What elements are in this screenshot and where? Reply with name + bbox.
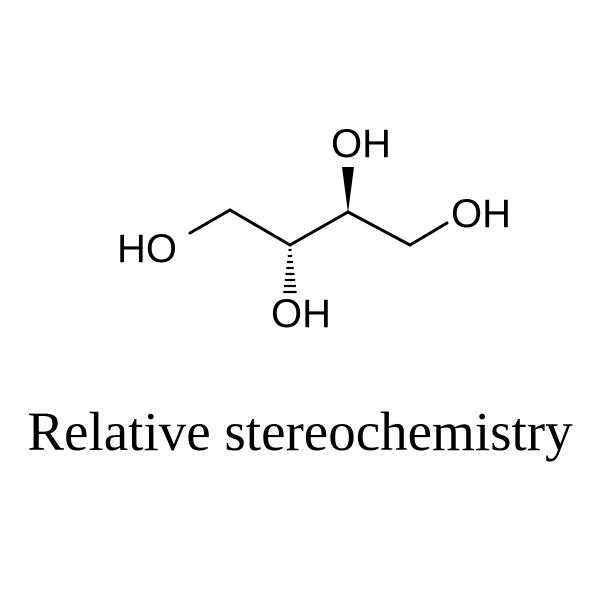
bond-c2-c3 bbox=[288, 210, 350, 247]
bond-c4-o4 bbox=[408, 221, 449, 247]
diagram-caption: Relative stereochemistry bbox=[27, 401, 573, 462]
hashed-wedge-bond bbox=[283, 248, 297, 294]
bond-o1-c1 bbox=[188, 208, 232, 235]
atom-label-oh-bottom: OH bbox=[271, 292, 331, 336]
atom-label-ho-left: HO bbox=[117, 227, 177, 271]
bond-c3-c4 bbox=[346, 210, 412, 247]
bond-c1-c2 bbox=[228, 208, 292, 247]
atom-label-oh-top: OH bbox=[331, 122, 391, 166]
atom-label-oh-right: OH bbox=[451, 192, 511, 236]
solid-wedge-bond bbox=[342, 167, 354, 213]
